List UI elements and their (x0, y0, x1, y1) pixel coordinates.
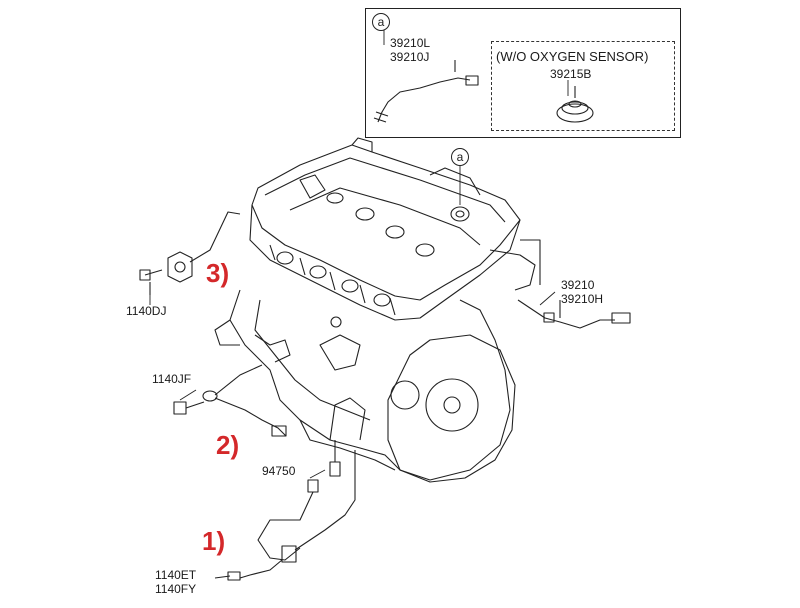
inset-plug-39215B (556, 86, 594, 123)
sensor-part-2 (173, 364, 287, 437)
label-94750: 94750 (262, 464, 296, 478)
callout-1: 1) (202, 526, 226, 556)
leader-lines (149, 30, 569, 579)
callout-2: 2) (216, 430, 240, 460)
inset-box: a 39210L 39210J (W/O OXYGEN SENSOR) 3921… (365, 8, 681, 138)
inset-oxygen-sensor (373, 60, 479, 123)
inset-marker: a (372, 13, 390, 31)
inset-sub-box: (W/O OXYGEN SENSOR) 39215B (491, 41, 675, 131)
sensor-39210 (517, 299, 631, 329)
sensor-part-3 (139, 211, 241, 295)
label-1140DJ: 1140DJ (126, 304, 167, 318)
label-39210H: 39210H (561, 292, 604, 306)
inset-note: (W/O OXYGEN SENSOR) (496, 49, 649, 64)
inset-sensor-code-1: 39210L (390, 36, 431, 50)
sensor-part-1 (227, 440, 356, 581)
label-39210: 39210 (561, 278, 595, 292)
callout-3: 3) (206, 258, 230, 288)
label-1140ET: 1140ET (155, 568, 197, 582)
engine-marker: a (451, 148, 469, 166)
label-1140JF: 1140JF (152, 372, 192, 386)
inset-sensor-code-2: 39210J (390, 50, 430, 64)
label-1140FY: 1140FY (155, 582, 197, 596)
inset-plug-code: 39215B (550, 67, 592, 81)
engine-block (214, 137, 541, 483)
